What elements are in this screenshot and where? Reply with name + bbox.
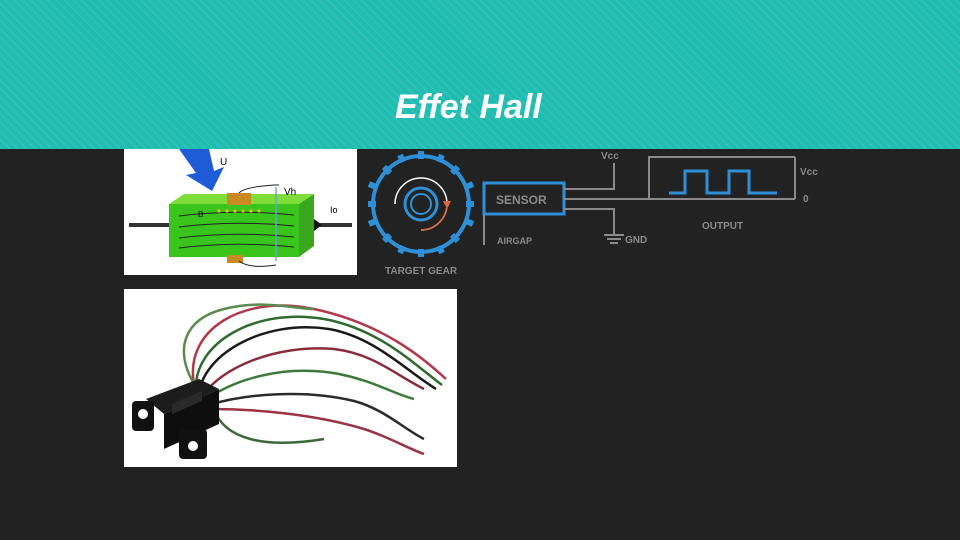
label-output: OUTPUT (702, 221, 743, 232)
label-vh: Vh (284, 187, 296, 198)
slide-title: Effet Hall (395, 88, 542, 126)
label-airgap: AIRGAP (497, 236, 532, 246)
label-b: B (198, 210, 203, 219)
hall-effect-diagram: U Vh Io B (124, 149, 357, 275)
label-io: Io (330, 205, 338, 215)
label-zero-right: 0 (803, 194, 809, 205)
label-vcc-right: Vcc (800, 167, 818, 178)
label-sensor: SENSOR (496, 193, 547, 207)
title-banner (0, 0, 960, 149)
label-gnd: GND (625, 235, 647, 246)
hall-sensor-photo (124, 289, 457, 467)
current-arrow-icon (314, 219, 322, 231)
sensor-body-icon (132, 379, 219, 459)
label-u: U (220, 157, 227, 168)
output-square-wave (669, 169, 777, 195)
label-target-gear: TARGET GEAR (385, 266, 458, 277)
label-vcc-top: Vcc (601, 151, 619, 162)
gear-sensor-diagram: TARGET GEAR SENSOR AIRGAP Vcc GND OUTPUT… (357, 149, 837, 285)
top-contact (227, 193, 251, 205)
bottom-contact (227, 255, 243, 263)
conductor-bar (169, 204, 299, 257)
target-gear-icon (367, 151, 475, 257)
field-arrow-icon (179, 149, 224, 191)
ground-icon (604, 234, 624, 244)
